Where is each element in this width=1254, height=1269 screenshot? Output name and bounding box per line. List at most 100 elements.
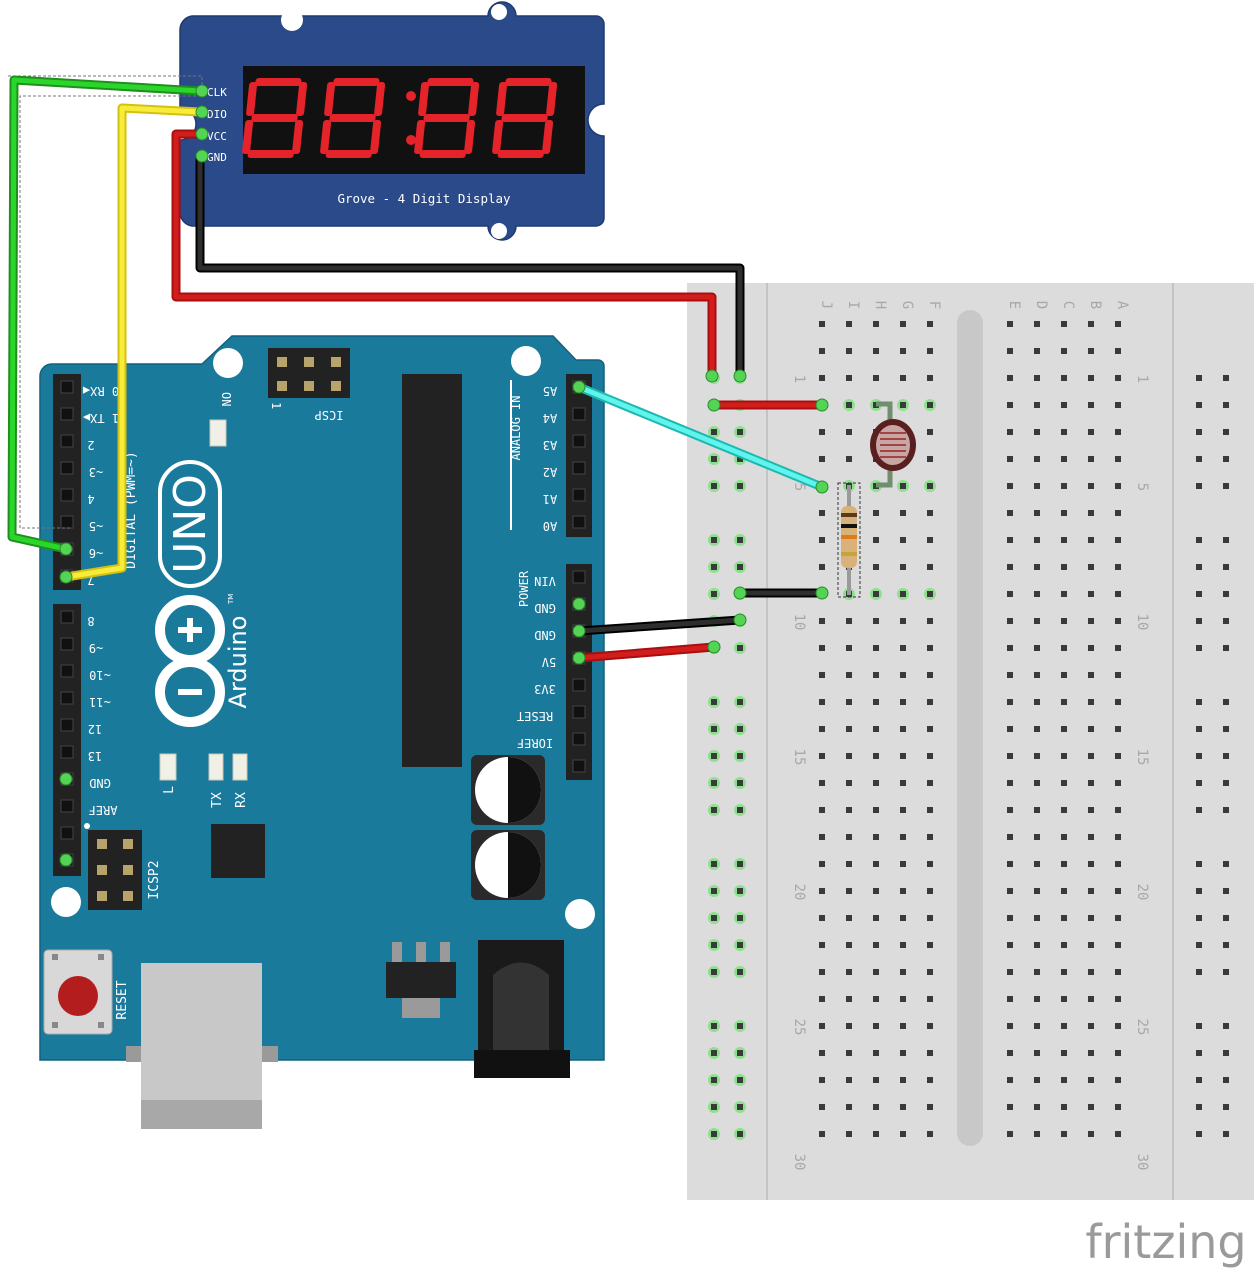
mount-hole [281,9,303,31]
breadboard-hole [1034,1050,1040,1056]
pin-label: ~6 [89,546,103,560]
rail-hole [1223,942,1229,948]
wire-endpoint [733,369,747,383]
row-number: 10 [1134,614,1150,631]
rail-hole [1223,1050,1229,1056]
segment [468,82,480,116]
breadboard-hole [819,969,825,975]
icsp2-label: ICSP2 [147,860,162,899]
breadboard-hole [846,807,852,813]
arduino-brand: Arduino [224,616,252,709]
rail-hole [1223,1077,1229,1083]
icsp-pin [304,381,314,391]
header-pin [60,691,74,705]
breadboard-hole [846,402,852,408]
breadboard-hole [1007,753,1013,759]
breadboard-hole [900,699,906,705]
breadboard-hole [1034,402,1040,408]
rail-hole [1196,429,1202,435]
wire-endpoint [815,480,829,494]
breadboard-hole [900,1131,906,1137]
breadboard-hole [927,402,933,408]
breadboard-hole [846,996,852,1002]
segment [505,78,552,86]
arduino-infinity-logo [155,595,225,727]
pin-label: A2 [543,465,557,479]
rail-hole [1223,429,1229,435]
segment [546,82,558,116]
breadboard-hole [1088,483,1094,489]
pin-label: GND [89,776,111,790]
rail-hole [1223,861,1229,867]
breadboard-hole [900,969,906,975]
segment [374,82,386,116]
breadboard-hole [873,672,879,678]
segment [496,82,508,116]
breadboard-hole [1088,672,1094,678]
breadboard-hole [1088,1104,1094,1110]
usb-chip [211,824,265,878]
breadboard-hole [1034,1023,1040,1029]
header-pin [572,732,586,746]
wire-endpoint [707,398,721,412]
breadboard-hole [819,888,825,894]
rail-hole [1223,969,1229,975]
breadboard-hole [819,807,825,813]
breadboard-hole [927,348,933,354]
breadboard-hole [1034,1077,1040,1083]
breadboard-hole [927,1023,933,1029]
pin-label: VIN [534,574,556,588]
rail-hole [737,807,743,813]
rail-hole [1223,537,1229,543]
breadboard-hole [927,780,933,786]
breadboard-hole [1115,591,1121,597]
breadboard-hole [1088,915,1094,921]
breadboard-hole [1088,861,1094,867]
row-number: 15 [1134,749,1150,766]
breadboard-hole [1115,807,1121,813]
rail-hole [1196,699,1202,705]
rail-hole [711,1077,717,1083]
breadboard-hole [846,915,852,921]
tx-label: TX [210,792,225,808]
breadboard-hole [1115,348,1121,354]
breadboard-hole [1007,1131,1013,1137]
breadboard-hole [927,1050,933,1056]
rail-hole [711,807,717,813]
breadboard-hole [900,996,906,1002]
breadboard-hole [819,429,825,435]
rail-hole [1223,1131,1229,1137]
rail-hole [1196,969,1202,975]
breadboard-hole [873,321,879,327]
icsp-pin [331,381,341,391]
breadboard-hole [1061,915,1067,921]
rail-hole [1196,456,1202,462]
breadboard-hole [927,888,933,894]
breadboard-hole [1088,996,1094,1002]
breadboard-hole [1088,780,1094,786]
segment [370,120,382,154]
digit-segments [242,78,558,158]
breadboard-hole [1061,1077,1067,1083]
breadboard-hole [873,645,879,651]
capacitor [471,755,545,825]
breadboard-hole [873,1050,879,1056]
header-pin [60,380,74,394]
rail-hole [711,699,717,705]
pin-label: AREF [89,803,118,817]
trademark: TM [227,594,235,605]
wire-endpoint [572,651,586,665]
breadboard-hole [873,1077,879,1083]
pin-label: A3 [543,438,557,452]
breadboard-hole [873,807,879,813]
breadboard-hole [1061,1104,1067,1110]
header-pin [60,718,74,732]
breadboard-hole [1061,564,1067,570]
breadboard-hole [1034,510,1040,516]
center-channel [957,310,983,1146]
breadboard-hole [873,888,879,894]
reset-button[interactable] [43,949,113,1035]
rail-hole [711,1023,717,1029]
rail-hole [737,861,743,867]
wire-endpoint [195,84,209,98]
